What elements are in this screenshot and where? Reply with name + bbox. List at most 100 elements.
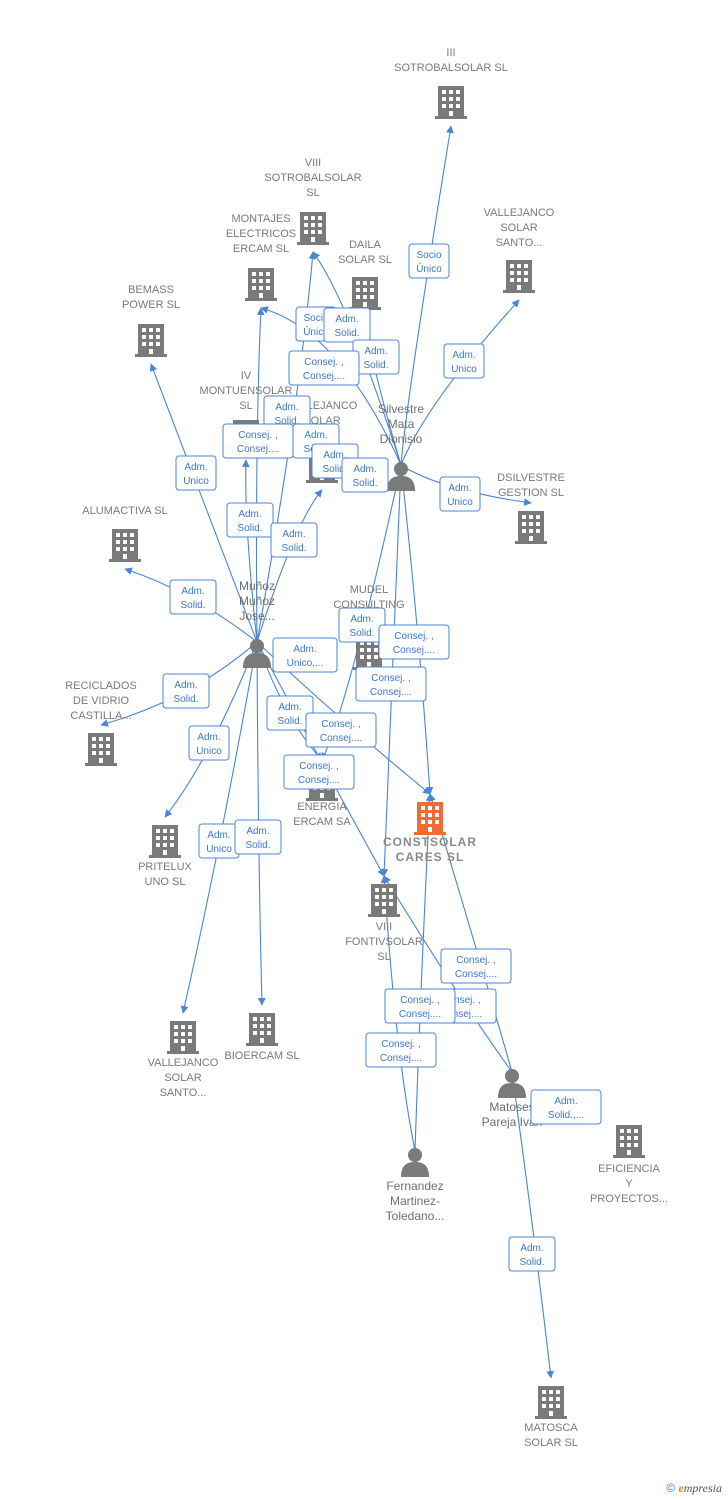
company-label: ALUMACTIVA SL <box>82 505 167 517</box>
role-box-frame <box>272 637 338 673</box>
role-text: Consej. , <box>371 673 410 684</box>
role-text: Consej.... <box>393 645 435 656</box>
company-node-eficiencia[interactable]: EFICIENCIAYPROYECTOS... <box>590 1125 668 1205</box>
company-label: SOLAR SL <box>338 254 392 266</box>
company-label: DSILVESTRE <box>497 472 565 484</box>
role-label[interactable]: Adm.Unico <box>443 343 485 379</box>
role-text: Adm. <box>282 529 305 540</box>
role-text: Socio <box>416 250 441 261</box>
role-label[interactable]: Adm.Solid. <box>352 339 400 375</box>
role-label[interactable]: Consej. ,Consej.... <box>365 1032 437 1068</box>
person-icon <box>498 1069 526 1098</box>
company-label: CASTILLA... <box>70 710 131 722</box>
edge-matoses-to-constsolar <box>428 793 513 1073</box>
role-label[interactable]: Adm.Solid. <box>169 579 217 615</box>
role-text: Unico <box>451 364 477 375</box>
role-box-frame <box>288 350 360 386</box>
role-text: Solid. <box>180 600 205 611</box>
role-box-frame <box>226 502 274 538</box>
company-label: SANTO... <box>496 237 543 249</box>
role-text: Solid. <box>173 694 198 705</box>
role-label[interactable]: Consej. ,Consej.... <box>440 948 512 984</box>
company-node-pritelux[interactable]: PRITELUX UNO SL <box>138 825 193 888</box>
role-label[interactable]: Consej. ,Consej.... <box>355 666 427 702</box>
role-text: Socio <box>303 313 328 324</box>
role-text: Adm. <box>246 826 269 837</box>
company-label: ENERGIA <box>297 801 347 813</box>
role-label[interactable]: Adm.Solid. <box>162 673 210 709</box>
role-label[interactable]: Adm.Solid. <box>323 307 371 343</box>
company-label: CARES SL <box>396 850 465 864</box>
role-label[interactable]: Adm.Unico,... <box>272 637 338 673</box>
role-box-frame <box>508 1236 556 1272</box>
company-label: CONSTSOLAR <box>383 835 477 849</box>
role-label[interactable]: Adm.Unico <box>198 823 240 859</box>
company-node-vallejanco_bot[interactable]: VALLEJANCOSOLARSANTO... <box>148 1021 219 1099</box>
role-label[interactable]: Consej. ,Consej.... <box>283 754 355 790</box>
brand-logo[interactable]: empresia <box>678 1481 722 1495</box>
edge-matoses-to-viii_fontiv <box>383 875 513 1073</box>
person-node-fernandez[interactable]: FernandezMartinez-Toledano... <box>386 1148 445 1223</box>
company-node-vallejanco_top[interactable]: VALLEJANCOSOLARSANTO... <box>484 207 555 293</box>
role-label[interactable]: Consej. ,Consej.... <box>288 350 360 386</box>
role-text: Solid. <box>281 543 306 554</box>
role-label[interactable]: Consej. ,Consej.... <box>305 712 377 748</box>
company-label: IV <box>241 370 252 382</box>
role-text: Adm. <box>520 1243 543 1254</box>
company-label: SOTROBALSOLAR <box>264 172 361 184</box>
company-node-bioercam[interactable]: BIOERCAM SL <box>224 1013 300 1062</box>
role-text: Adm. <box>207 830 230 841</box>
role-label[interactable]: Consej. ,Consej.... <box>222 423 294 459</box>
role-box-frame <box>341 457 389 493</box>
role-box-frame <box>270 522 318 558</box>
role-box-frame <box>408 243 450 279</box>
role-label[interactable]: Adm.Unico <box>175 455 217 491</box>
role-text: Adm. <box>293 644 316 655</box>
role-label[interactable]: Adm.Solid. <box>341 457 389 493</box>
role-label[interactable]: Adm.Solid.,... <box>530 1089 602 1125</box>
company-label: UNO SL <box>145 876 186 888</box>
role-label[interactable]: Adm.Solid. <box>234 819 282 855</box>
person-icon <box>243 639 271 668</box>
role-label[interactable]: Consej. ,Consej.... <box>384 988 456 1024</box>
company-node-alumactiva[interactable]: ALUMACTIVA SL <box>82 505 168 562</box>
role-text: Único <box>416 262 442 275</box>
company-label: VIII <box>376 921 393 933</box>
role-label[interactable]: Adm.Solid. <box>508 1236 556 1272</box>
role-label[interactable]: Adm. Solid. <box>226 502 274 538</box>
role-label[interactable]: Adm.Solid. <box>263 395 311 431</box>
person-label: Toledano... <box>386 1209 445 1223</box>
role-box-frame <box>162 673 210 709</box>
person-node-munoz[interactable]: MuñozMuñozJose... <box>239 579 275 668</box>
role-label[interactable]: Adm.Unico <box>439 476 481 512</box>
role-label[interactable]: Consej. ,Consej.... <box>378 624 450 660</box>
company-label: SL <box>377 951 390 963</box>
edge-silvestre-to-iii_sotrobal <box>400 125 454 466</box>
role-text: Adm. <box>278 702 301 713</box>
role-text: Adm. <box>238 509 261 520</box>
role-label[interactable]: Adm.Solid. <box>338 607 386 643</box>
role-label[interactable]: Adm. Solid. <box>270 522 318 558</box>
role-text: Solid. <box>237 523 262 534</box>
role-label[interactable]: Adm.Unico <box>188 725 230 761</box>
person-label: Matoses <box>489 1100 534 1114</box>
company-label: EFICIENCIA <box>598 1163 660 1175</box>
company-label: PRITELUX <box>138 861 192 873</box>
role-text: Adm. <box>353 464 376 475</box>
building-icon <box>85 733 117 766</box>
